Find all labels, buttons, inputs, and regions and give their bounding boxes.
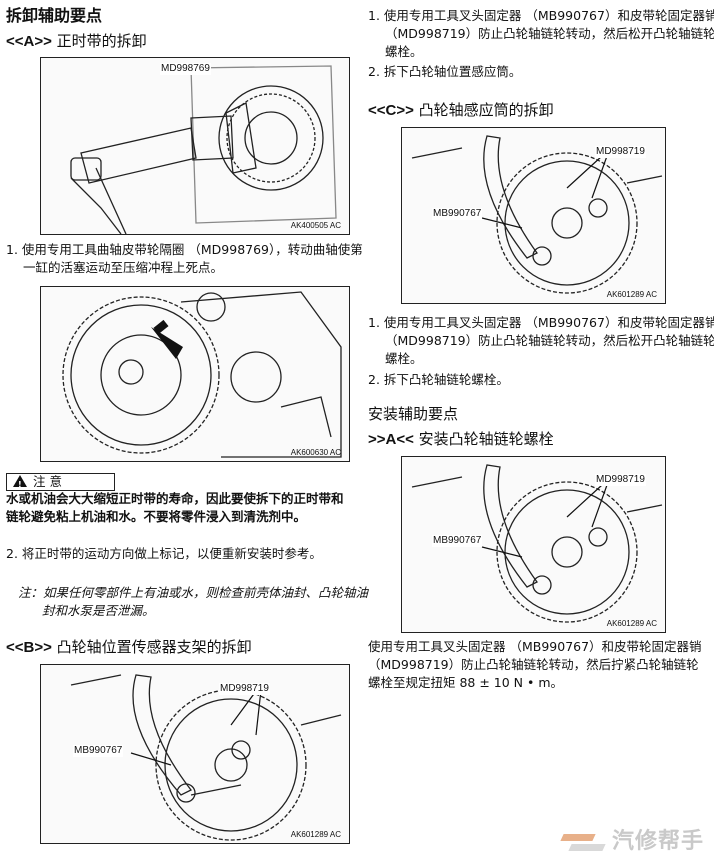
watermark-text: 汽修帮手 — [611, 829, 704, 854]
step-c-2: 2. 拆下凸轮轴链轮螺栓。 — [368, 372, 509, 387]
step-c-1: 1. 使用专用工具叉头固定器 （MB990767）和皮带轮固定器销 （MD998… — [368, 315, 714, 366]
section-b-mark: <<B>> — [6, 639, 52, 656]
section-a-mark: <<A>> — [6, 33, 52, 50]
step-a-2: 2. 将正时带的运动方向做上标记，以便重新安装时参考。 — [6, 546, 322, 561]
figure-sprocket-holder-b: MD998719 MB990767 AK601289 AC — [40, 664, 350, 844]
caution-text: 水或机油会大大缩短正时带的寿命，因此要使拆下的正时带和链轮避免粘上机油和水。不要… — [6, 491, 344, 524]
step-b-1: 1. 使用专用工具叉头固定器 （MB990767）和皮带轮固定器销 （MD998… — [368, 8, 714, 59]
figure4-code: AK601289 AC — [606, 290, 657, 299]
heading-installation-service-points: 安装辅助要点 — [368, 405, 459, 423]
figure3-label-md998719: MD998719 — [219, 683, 270, 695]
figure-crank-pulley-spacer: MD998769 AK400505 AC — [40, 57, 350, 235]
figure3-label-mb990767: MB990767 — [73, 745, 124, 757]
install-final-text: 使用专用工具叉头固定器 （MB990767）和皮带轮固定器销 （MD998719… — [368, 639, 702, 690]
section-install-a-heading: >>A<< 安装凸轮轴链轮螺栓 — [368, 429, 554, 450]
figure4-label-md998719: MD998719 — [595, 146, 646, 158]
section-a-title: 正时带的拆卸 — [56, 32, 147, 50]
figure5-label-mb990767: MB990767 — [432, 535, 483, 547]
caution-box: 注 意 — [6, 473, 115, 493]
step-b-2: 2. 拆下凸轮轴位置感应筒。 — [368, 64, 522, 79]
section-c-title: 凸轮轴感应筒的拆卸 — [418, 101, 554, 119]
section-b-title: 凸轮轴位置传感器支架的拆卸 — [56, 638, 252, 656]
section-c-heading: <<C>> 凸轮轴感应筒的拆卸 — [368, 100, 554, 121]
figure1-code: AK400505 AC — [290, 221, 341, 230]
caution-label: 注 意 — [33, 474, 62, 489]
section-b-heading: <<B>> 凸轮轴位置传感器支架的拆卸 — [6, 637, 252, 658]
figure-sprocket-holder-c: MD998719 MB990767 AK601289 AC — [401, 127, 666, 304]
section-c-mark: <<C>> — [368, 102, 414, 119]
figure5-label-md998719: MD998719 — [595, 474, 646, 486]
section-a-heading: <<A>> 正时带的拆卸 — [6, 31, 147, 52]
figure-sprocket-holder-install: MD998719 MB990767 AK601289 AC — [401, 456, 666, 633]
watermark: 汽修帮手 — [562, 823, 704, 855]
figure4-label-mb990767: MB990767 — [432, 208, 483, 220]
step-a-1: 1. 使用专用工具曲轴皮带轮隔圈 （MD998769），转动曲轴使第一缸的活塞运… — [6, 242, 363, 275]
figure1-tool-label: MD998769 — [160, 63, 211, 75]
figure-timing-belt-direction: AK600630 AC — [40, 286, 350, 462]
figure5-code: AK601289 AC — [606, 619, 657, 628]
figure3-code: AK601289 AC — [290, 830, 341, 839]
section-install-a-title: 安装凸轮轴链轮螺栓 — [418, 430, 554, 448]
watermark-logo-icon — [562, 831, 608, 853]
figure2-code: AK600630 AC — [290, 448, 341, 457]
warning-icon — [13, 475, 27, 493]
note-oil-leak: 注：如果任何零部件上有油或水，则检查前壳体油封、凸轮轴油封和水泵是否泄漏。 — [18, 585, 369, 618]
heading-removal-service-points: 拆卸辅助要点 — [6, 6, 103, 25]
section-install-a-mark: >>A<< — [368, 431, 414, 448]
